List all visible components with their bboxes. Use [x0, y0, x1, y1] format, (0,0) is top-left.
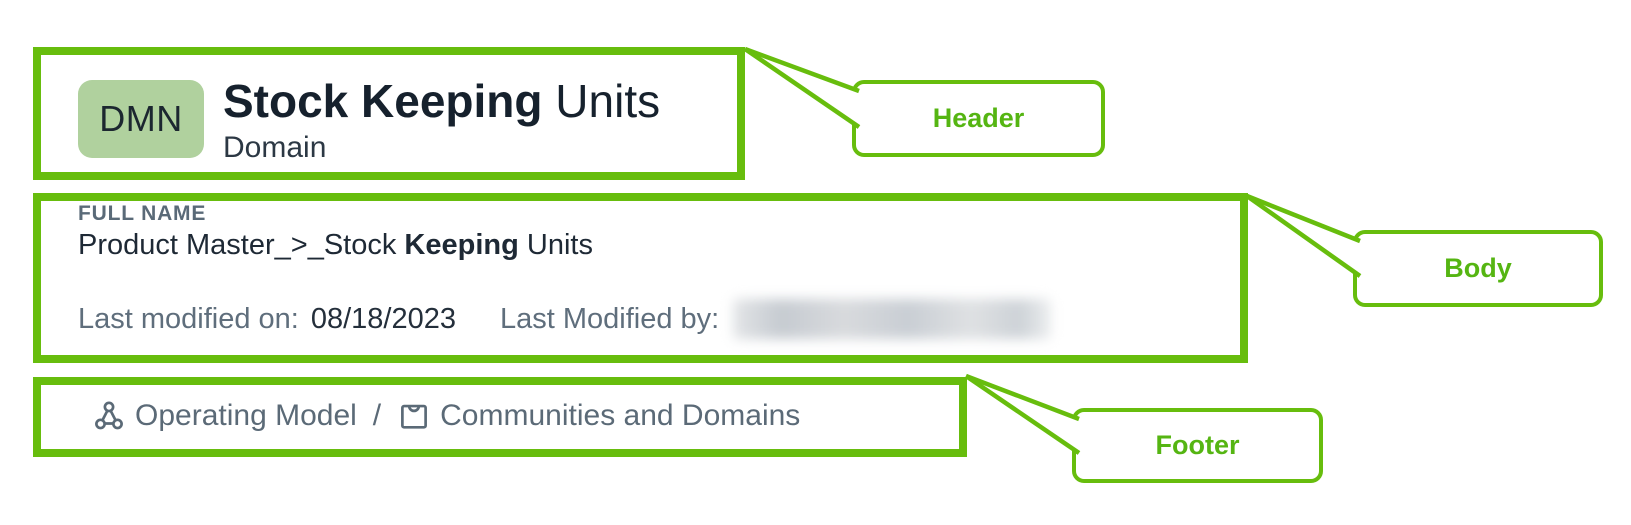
- last-modified-on-value: 08/18/2023: [310, 302, 457, 335]
- breadcrumb-item-label: Operating Model: [135, 399, 357, 432]
- footer-callout: Footer: [1072, 408, 1323, 483]
- breadcrumb-item-operating-model[interactable]: Operating Model: [92, 399, 357, 433]
- footer-callout-label: Footer: [1155, 430, 1240, 460]
- breadcrumb: Operating Model / Communities and Domain…: [92, 388, 800, 444]
- operating-model-icon: [92, 399, 126, 433]
- footer-annotation-outline: [33, 377, 967, 457]
- asset-title-highlight: Stock Keeping: [223, 75, 543, 127]
- last-modified-by-label: Last Modified by:: [500, 302, 720, 335]
- full-name-post: Units: [518, 229, 593, 261]
- asset-type-badge: DMN: [78, 80, 204, 158]
- last-modified-on-label: Last modified on:: [78, 302, 299, 335]
- header-callout-label: Header: [932, 103, 1025, 133]
- asset-type-subtitle: Domain: [223, 130, 327, 164]
- asset-title-rest: Units: [542, 75, 661, 127]
- breadcrumb-separator: /: [372, 399, 382, 432]
- domain-icon: [397, 399, 431, 433]
- header-annotation-outline: [33, 47, 745, 180]
- body-annotation-outline: [33, 193, 1248, 363]
- asset-title: Stock Keeping Units: [223, 76, 660, 127]
- header-callout: Header: [852, 80, 1105, 157]
- body-callout-label: Body: [1444, 253, 1512, 283]
- asset-header-text: Stock Keeping Units Domain: [223, 76, 660, 165]
- breadcrumb-item-communities-domains[interactable]: Communities and Domains: [397, 399, 800, 433]
- full-name-pre: Product Master_>_Stock: [78, 229, 405, 261]
- body-callout: Body: [1353, 230, 1603, 307]
- breadcrumb-item-label: Communities and Domains: [440, 399, 801, 432]
- modified-row: Last modified on: 08/18/2023 Last Modifi…: [78, 299, 1052, 339]
- full-name-label: FULL NAME: [78, 202, 207, 225]
- full-name-highlight: Keeping: [404, 229, 519, 261]
- asset-header: DMN Stock Keeping Units Domain: [78, 76, 660, 165]
- full-name-value: Product Master_>_Stock Keeping Units: [78, 229, 593, 262]
- last-modified-by-redacted-value: [733, 299, 1052, 339]
